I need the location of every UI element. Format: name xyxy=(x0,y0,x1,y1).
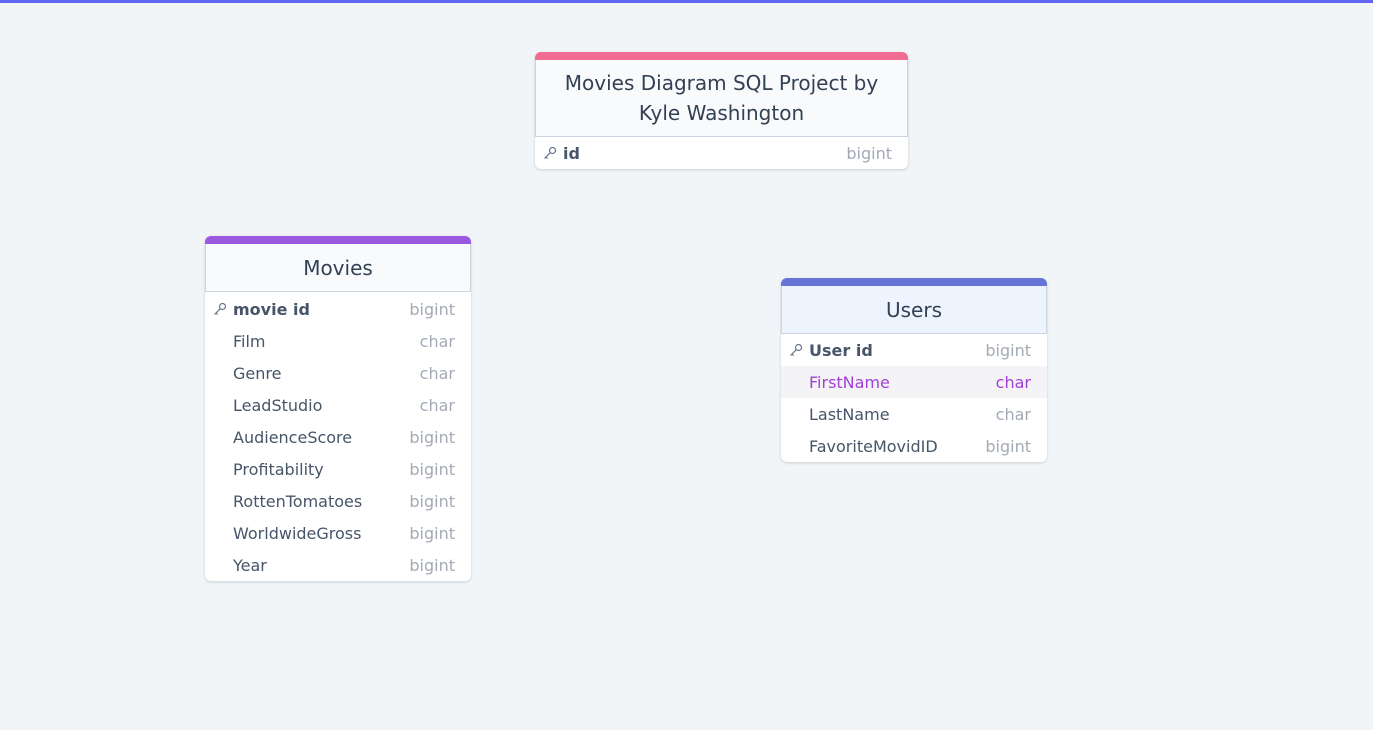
column-row[interactable]: LeadStudio char xyxy=(205,389,471,421)
column-type: char xyxy=(419,363,455,383)
table-header[interactable]: Users xyxy=(781,286,1047,334)
column-name: FavoriteMovidID xyxy=(809,436,938,456)
column-name: AudienceScore xyxy=(233,427,353,447)
column-name: Profitability xyxy=(233,459,324,479)
table-project[interactable]: Movies Diagram SQL Project by Kyle Washi… xyxy=(535,52,908,169)
table-color-stripe xyxy=(205,236,471,244)
column-name: FirstName xyxy=(809,372,890,392)
table-header[interactable]: Movies xyxy=(205,244,471,292)
key-icon xyxy=(213,302,233,316)
table-header[interactable]: Movies Diagram SQL Project by Kyle Washi… xyxy=(535,60,908,137)
column-type: bigint xyxy=(846,143,892,163)
column-type: bigint xyxy=(409,555,455,575)
column-row[interactable]: Year bigint xyxy=(205,549,471,581)
column-row[interactable]: AudienceScore bigint xyxy=(205,421,471,453)
column-type: bigint xyxy=(409,299,455,319)
column-row[interactable]: FavoriteMovidID bigint xyxy=(781,430,1047,462)
column-name: LastName xyxy=(809,404,890,424)
column-type: char xyxy=(995,372,1031,392)
column-row[interactable]: User id bigint xyxy=(781,334,1047,366)
key-icon xyxy=(789,343,809,357)
column-row[interactable]: Genre char xyxy=(205,357,471,389)
column-name: User id xyxy=(809,340,873,360)
column-row[interactable]: Profitability bigint xyxy=(205,453,471,485)
column-name: WorldwideGross xyxy=(233,523,362,543)
column-row-highlighted[interactable]: FirstName char xyxy=(781,366,1047,398)
column-row[interactable]: id bigint xyxy=(535,137,908,169)
top-accent-bar xyxy=(0,0,1373,3)
table-title: Movies xyxy=(303,255,373,280)
column-type: bigint xyxy=(409,459,455,479)
column-type: bigint xyxy=(985,436,1031,456)
table-title: Movies Diagram SQL Project by Kyle Washi… xyxy=(564,71,879,125)
table-color-stripe xyxy=(535,52,908,60)
column-type: char xyxy=(419,395,455,415)
column-name: LeadStudio xyxy=(233,395,323,415)
column-name: RottenTomatoes xyxy=(233,491,363,511)
column-name: Year xyxy=(233,555,267,575)
column-row[interactable]: RottenTomatoes bigint xyxy=(205,485,471,517)
column-type: bigint xyxy=(409,523,455,543)
column-name: Film xyxy=(233,331,266,351)
column-type: bigint xyxy=(985,340,1031,360)
column-type: char xyxy=(419,331,455,351)
table-users[interactable]: Users User id bigint FirstName char Last… xyxy=(781,278,1047,462)
column-type: char xyxy=(995,404,1031,424)
column-name: Genre xyxy=(233,363,282,383)
column-row[interactable]: LastName char xyxy=(781,398,1047,430)
table-movies[interactable]: Movies movie id bigint Film char Genre c… xyxy=(205,236,471,581)
table-title: Users xyxy=(885,297,942,322)
table-color-stripe xyxy=(781,278,1047,286)
column-row[interactable]: Film char xyxy=(205,325,471,357)
column-name: id xyxy=(563,143,580,163)
column-row[interactable]: WorldwideGross bigint xyxy=(205,517,471,549)
column-type: bigint xyxy=(409,427,455,447)
column-name: movie id xyxy=(233,299,310,319)
key-icon xyxy=(543,146,563,160)
column-type: bigint xyxy=(409,491,455,511)
column-row[interactable]: movie id bigint xyxy=(205,293,471,325)
